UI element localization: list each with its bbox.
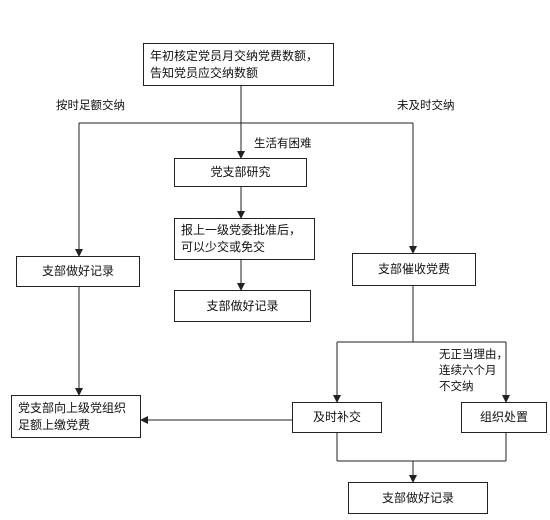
org-handling-box: 组织处置 — [461, 402, 547, 433]
branch-approval-text: 报上一级党委批准后，可以少交或免交 — [181, 223, 302, 254]
report-upper-box: 党支部向上级党组织足额上缴党费 — [11, 395, 141, 438]
label-difficulty: 生活有困难 — [254, 136, 312, 150]
org-handling-text: 组织处置 — [479, 410, 528, 424]
collect-text: 支部催收党费 — [377, 262, 450, 276]
pay-late-box: 及时补交 — [292, 402, 382, 433]
branch-study-text: 党支部研究 — [210, 165, 271, 179]
collect-box: 支部催收党费 — [352, 253, 476, 286]
record-exempt-box: 支部做好记录 — [174, 290, 311, 322]
pay-late-text: 及时补交 — [312, 410, 361, 424]
label-no-reason: 无正当理由， 连续六个月 不交纳 — [439, 347, 508, 393]
record-ontime-box: 支部做好记录 — [16, 256, 140, 287]
start-box: 年初核定党员月交纳党费数额，告知党员应交纳数额 — [143, 43, 334, 86]
report-upper-text: 党支部向上级党组织足额上缴党费 — [18, 400, 127, 432]
record-ontime-text: 支部做好记录 — [41, 264, 114, 278]
branch-approval-box: 报上一级党委批准后，可以少交或免交 — [174, 218, 315, 260]
label-not-on-time: 未及时交纳 — [397, 98, 455, 112]
record-final-text: 支部做好记录 — [381, 490, 454, 505]
start-text: 年初核定党员月交纳党费数额，告知党员应交纳数额 — [150, 48, 319, 80]
branch-study-box: 党支部研究 — [174, 158, 307, 187]
label-on-time: 按时足额交纳 — [56, 98, 125, 112]
record-final-box: 支部做好记录 — [348, 482, 488, 514]
record-exempt-text: 支部做好记录 — [206, 298, 279, 313]
